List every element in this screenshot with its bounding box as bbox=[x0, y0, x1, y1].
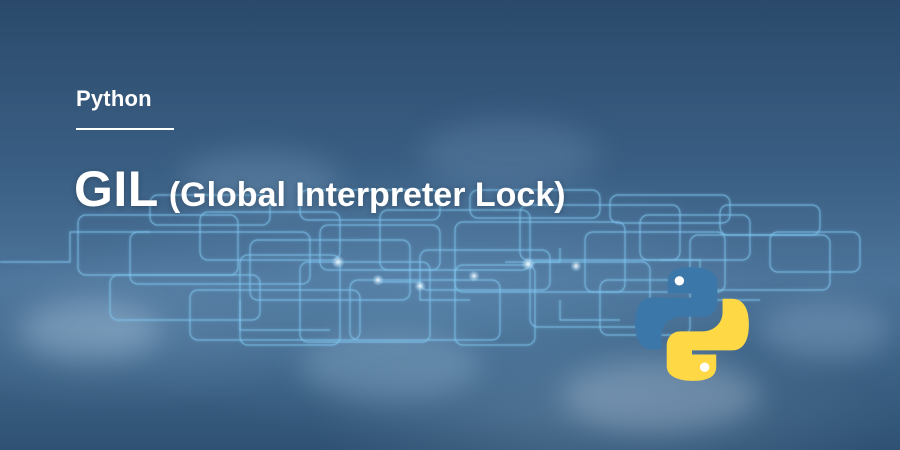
title-main: GIL bbox=[74, 161, 159, 217]
page-title: GIL(Global Interpreter Lock) bbox=[74, 160, 566, 218]
bokeh-light bbox=[760, 300, 890, 360]
title-subtitle: (Global Interpreter Lock) bbox=[168, 176, 566, 214]
bokeh-light bbox=[560, 360, 760, 430]
bokeh-light bbox=[20, 300, 160, 360]
category-underline bbox=[76, 128, 174, 130]
bokeh-light bbox=[180, 150, 340, 210]
python-logo-icon bbox=[635, 267, 749, 381]
bokeh-light bbox=[420, 120, 600, 190]
category-label: Python bbox=[76, 86, 152, 111]
